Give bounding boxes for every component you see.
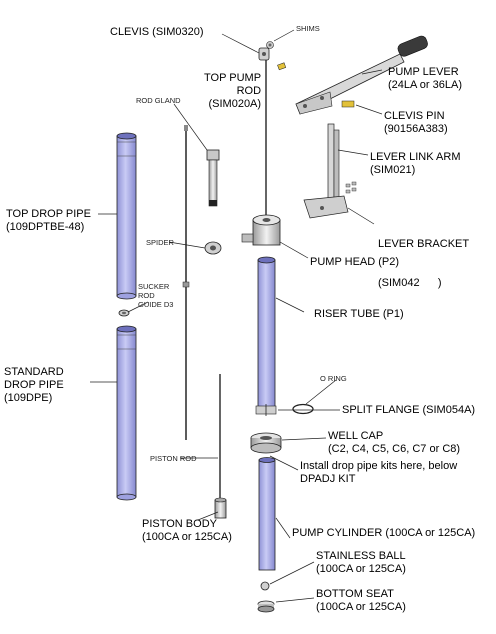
label-top-drop-pipe-line-2: (109DPTBE-48): [6, 221, 85, 233]
label-lever-bracket-line-1: LEVER BRACKET: [378, 238, 470, 250]
label-install-note: Install drop pipe kits here, below DPADJ…: [300, 460, 457, 486]
label-standard-drop-pipe-line-1: STANDARD: [4, 366, 64, 378]
label-sucker-rod-guide-line-2: ROD: [138, 291, 155, 300]
label-pump-head: PUMP HEAD (P2): [310, 256, 400, 268]
label-lever-link-arm: LEVER LINK ARM (SIM021): [370, 151, 460, 177]
label-piston-rod: PISTON ROD: [150, 454, 197, 463]
label-lever-link-arm-line-2: (SIM021): [370, 164, 416, 176]
label-well-cap: WELL CAP (C2, C4, C5, C6, C7 or C8): [328, 430, 460, 456]
pump-lever: [295, 35, 428, 115]
label-top-pump-rod: TOP PUMP ROD (SIM020A): [204, 72, 261, 111]
label-piston-body-line-2: (100CA or 125CA): [142, 531, 232, 543]
label-stainless-ball-line-1: STAINLESS BALL: [316, 550, 406, 562]
label-clevis: CLEVIS (SIM0320): [110, 26, 204, 38]
label-standard-drop-pipe: STANDARD DROP PIPE (109DPE): [4, 366, 64, 405]
clevis: [258, 47, 270, 61]
label-pump-lever: PUMP LEVER (24LA or 36LA): [388, 66, 462, 92]
top-drop-pipe: [116, 132, 137, 300]
label-install-note-line-1: Install drop pipe kits here, below: [300, 460, 458, 472]
label-stainless-ball-line-2: (100CA or 125CA): [316, 563, 406, 575]
label-lever-bracket-line-2: (SIM042 ): [378, 277, 442, 289]
label-split-flange: SPLIT FLANGE (SIM054A): [342, 404, 476, 416]
pump-cylinder: [258, 457, 276, 571]
label-sucker-rod-guide: SUCKER ROD GUIDE D3: [138, 282, 173, 309]
label-clevis-pin: CLEVIS PIN (90156A383): [384, 110, 448, 136]
label-sucker-rod-guide-line-3: GUIDE D3: [138, 300, 174, 309]
clevis-pin-small: [277, 62, 287, 71]
sucker-rod: [182, 125, 190, 440]
label-lever-link-arm-line-1: LEVER LINK ARM: [370, 151, 461, 163]
lever-bracket: [303, 181, 357, 219]
label-pump-cylinder: PUMP CYLINDER (100CA or 125CA): [292, 527, 476, 539]
label-well-cap-line-2: (C2, C4, C5, C6, C7 or C8): [328, 443, 461, 455]
label-clevis-pin-line-2: (90156A383): [384, 123, 448, 135]
label-stainless-ball: STAINLESS BALL (100CA or 125CA): [316, 550, 406, 576]
label-standard-drop-pipe-line-2: DROP PIPE: [4, 379, 64, 391]
label-bottom-seat-line-1: BOTTOM SEAT: [316, 588, 394, 600]
label-pump-lever-line-1: PUMP LEVER: [388, 66, 459, 78]
label-clevis-pin-line-1: CLEVIS PIN: [384, 110, 445, 122]
label-shims: SHIMS: [296, 24, 320, 33]
label-bottom-seat-line-2: (100CA or 125CA): [316, 601, 406, 613]
label-install-note-line-2: DPADJ KIT: [300, 473, 356, 485]
split-flange: [255, 404, 277, 416]
label-standard-drop-pipe-line-3: (109DPE): [4, 392, 53, 404]
lever-link-arm: [327, 123, 340, 207]
stainless-ball: [260, 581, 270, 591]
label-rod-gland: ROD GLAND: [136, 96, 181, 105]
label-top-pump-rod-line-2: ROD: [236, 85, 262, 97]
label-top-drop-pipe-line-1: TOP DROP PIPE: [6, 208, 91, 220]
rod-gland: [206, 149, 220, 207]
label-well-cap-line-1: WELL CAP: [328, 430, 384, 442]
label-top-drop-pipe: TOP DROP PIPE (109DPTBE-48): [6, 208, 91, 234]
clevis-pin: [341, 100, 355, 108]
label-piston-body: PISTON BODY (100CA or 125CA): [142, 518, 232, 544]
o-ring: [292, 403, 314, 415]
label-bottom-seat: BOTTOM SEAT (100CA or 125CA): [316, 588, 406, 614]
label-o-ring: O RING: [320, 374, 347, 383]
spider: [204, 241, 222, 255]
label-sucker-rod-guide-line-1: SUCKER: [138, 282, 170, 291]
label-pump-lever-line-2: (24LA or 36LA): [388, 79, 462, 91]
riser-tube: [257, 256, 276, 409]
label-lever-bracket: LEVER BRACKET (SIM042 ): [378, 212, 469, 303]
label-top-pump-rod-line-1: TOP PUMP: [204, 72, 262, 84]
pump-head: [241, 214, 281, 246]
shims: [266, 41, 274, 49]
sucker-rod-guide: [118, 309, 130, 317]
well-cap: [250, 432, 282, 454]
label-piston-body-line-1: PISTON BODY: [142, 518, 217, 530]
standard-drop-pipe: [116, 325, 137, 501]
label-spider: SPIDER: [146, 238, 174, 247]
leader-lines: [90, 29, 383, 603]
bottom-seat: [257, 600, 275, 613]
piston-body: [214, 497, 227, 519]
label-riser-tube: RISER TUBE (P1): [314, 308, 404, 320]
label-top-pump-rod-line-3: (SIM020A): [208, 98, 262, 110]
